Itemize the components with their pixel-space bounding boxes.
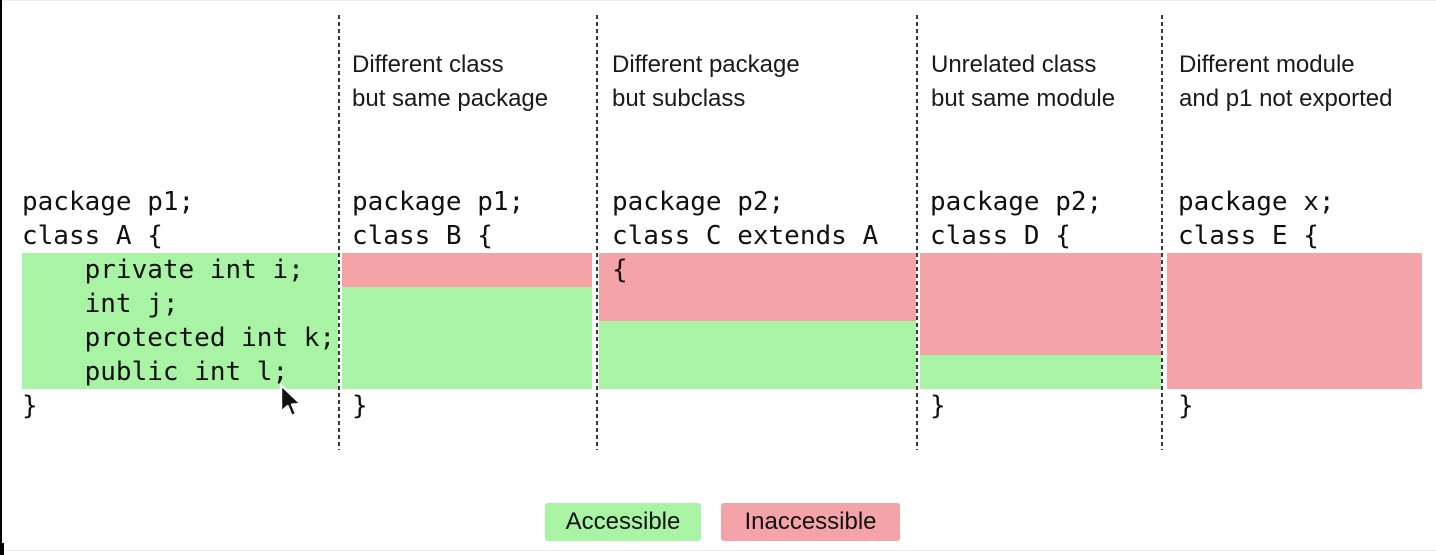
band-inaccessible-class-b bbox=[342, 253, 592, 287]
code-line bbox=[1178, 253, 1335, 287]
bottom-left-notch bbox=[0, 543, 4, 555]
column-header-different-class: Different class but same package bbox=[352, 48, 548, 116]
code-line bbox=[612, 355, 878, 389]
code-line: } bbox=[352, 391, 368, 421]
code-column-class-a: package p1; class A { private int i; int… bbox=[22, 185, 335, 423]
header-line: and p1 not exported bbox=[1179, 85, 1393, 112]
legend-inaccessible-label: Inaccessible bbox=[744, 508, 877, 535]
code-column-class-d: package p2; class D { } bbox=[930, 185, 1102, 423]
legend-accessible-chip: Accessible bbox=[545, 503, 701, 541]
code-line: public int l; bbox=[22, 357, 289, 387]
code-line: package p1; bbox=[352, 187, 525, 217]
code-line: package p2; bbox=[612, 187, 785, 217]
code-line: } bbox=[22, 391, 38, 421]
code-line bbox=[930, 321, 1102, 355]
header-line: but subclass bbox=[612, 85, 746, 112]
code-line bbox=[1178, 321, 1335, 355]
header-line: Different module bbox=[1179, 51, 1355, 78]
code-line: } bbox=[1178, 391, 1194, 421]
code-line: } bbox=[930, 391, 946, 421]
code-line: private int i; bbox=[22, 255, 304, 285]
column-header-different-package: Different package but subclass bbox=[612, 48, 800, 116]
band-inaccessible-class-c bbox=[599, 253, 916, 321]
column-separator-1 bbox=[338, 15, 340, 450]
code-column-class-c: package p2; class C extends A { bbox=[612, 185, 878, 423]
code-line bbox=[930, 253, 1102, 287]
code-line: class B { bbox=[352, 221, 493, 251]
band-inaccessible-class-d bbox=[920, 253, 1161, 355]
column-separator-2 bbox=[596, 15, 598, 450]
header-line: but same package bbox=[352, 85, 549, 112]
header-line: Unrelated class bbox=[931, 51, 1097, 78]
code-column-class-b: package p1; class B { } bbox=[352, 185, 524, 423]
code-line bbox=[352, 253, 524, 287]
band-accessible-class-d bbox=[920, 355, 1161, 389]
column-separator-3 bbox=[916, 15, 918, 450]
bottom-hairline bbox=[0, 550, 1436, 551]
code-line bbox=[1178, 287, 1335, 321]
code-line: class C extends A bbox=[612, 221, 879, 251]
code-line bbox=[612, 321, 878, 355]
code-line: class D { bbox=[930, 221, 1071, 251]
column-header-different-module: Different module and p1 not exported bbox=[1179, 48, 1393, 116]
mouse-cursor-icon bbox=[279, 383, 303, 418]
band-accessible-class-b bbox=[342, 287, 592, 389]
code-column-class-e: package x; class E { } bbox=[1178, 185, 1335, 423]
column-separator-4 bbox=[1161, 15, 1163, 450]
code-line bbox=[612, 389, 878, 423]
code-line bbox=[930, 287, 1102, 321]
header-line: Different class bbox=[352, 51, 504, 78]
legend-accessible-label: Accessible bbox=[565, 508, 681, 535]
code-line: package p2; bbox=[930, 187, 1103, 217]
code-line: package x; bbox=[1178, 187, 1335, 217]
band-inaccessible-class-e bbox=[1167, 253, 1422, 389]
code-line bbox=[352, 321, 524, 355]
code-line bbox=[352, 355, 524, 389]
code-line bbox=[352, 287, 524, 321]
top-hairline bbox=[0, 0, 1436, 1]
left-edge-line bbox=[0, 0, 2, 555]
column-header-unrelated-class: Unrelated class but same module bbox=[931, 48, 1115, 116]
code-line bbox=[930, 355, 1102, 389]
header-line: Different package bbox=[612, 51, 800, 78]
band-accessible-class-a bbox=[22, 253, 338, 389]
code-line: package p1; bbox=[22, 187, 195, 217]
band-accessible-class-c bbox=[599, 321, 916, 389]
code-line: class E { bbox=[1178, 221, 1319, 251]
code-line: class A { bbox=[22, 221, 163, 251]
legend-inaccessible-chip: Inaccessible bbox=[721, 503, 900, 541]
header-line: but same module bbox=[931, 85, 1116, 112]
code-line: protected int k; bbox=[22, 323, 336, 353]
code-line: { bbox=[612, 255, 628, 285]
code-line bbox=[1178, 355, 1335, 389]
code-line: int j; bbox=[22, 289, 179, 319]
code-line bbox=[612, 287, 878, 321]
